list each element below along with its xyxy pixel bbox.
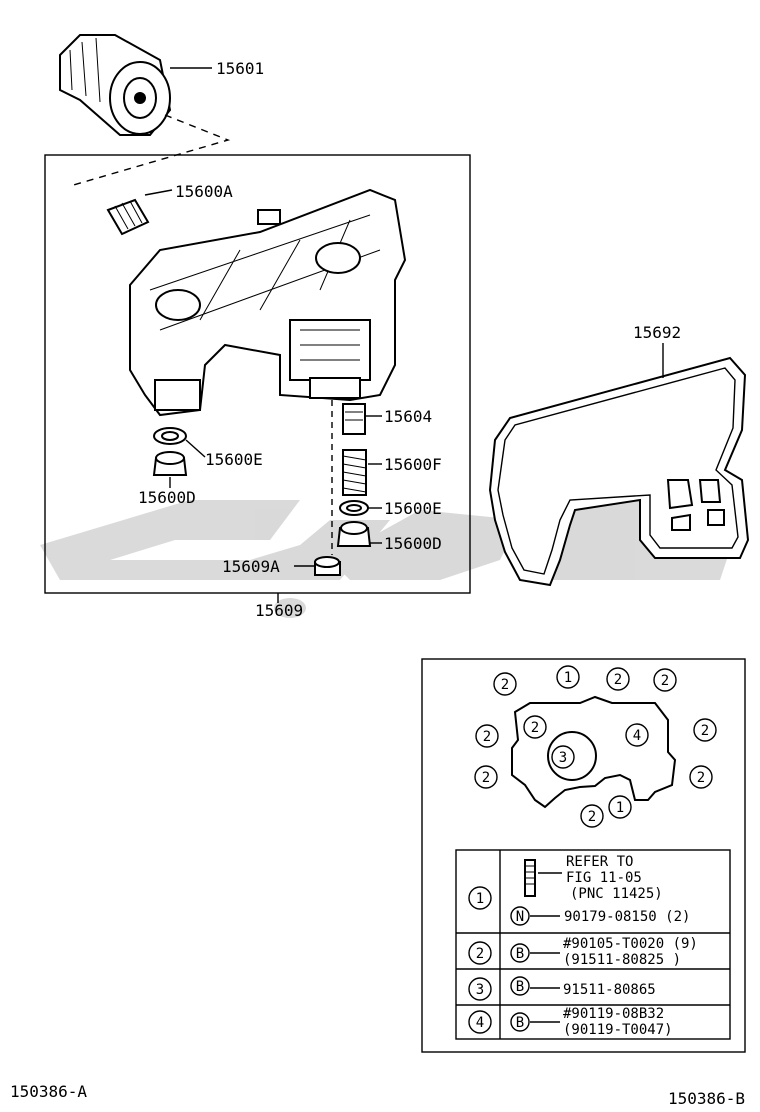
label-15600A: 15600A xyxy=(175,182,233,201)
svg-text:2: 2 xyxy=(531,720,539,736)
legend-key-3: 3 xyxy=(476,982,484,998)
label-15692: 15692 xyxy=(633,323,681,342)
legend-part-1: 90179-08150 (2) xyxy=(564,909,690,925)
oil-filter xyxy=(59,34,172,136)
label-15609: 15609 xyxy=(255,601,303,620)
legend-key-4: 4 xyxy=(476,1015,484,1031)
legend-refer-line-3: (PNC 11425) xyxy=(570,886,663,902)
legend-part-2b: (91511-80825 ) xyxy=(563,952,681,968)
legend-part-4b: (90119-T0047) xyxy=(563,1022,673,1038)
svg-text:2: 2 xyxy=(661,673,669,689)
legend-part-3: 91511-80865 xyxy=(563,982,656,998)
bolt-layout-frame xyxy=(421,658,746,1053)
svg-text:3: 3 xyxy=(559,750,567,766)
svg-text:1: 1 xyxy=(616,800,624,816)
svg-text:1: 1 xyxy=(564,670,572,686)
bolt-layout-plate xyxy=(511,695,677,809)
circled-markers: 2 1 2 2 2 4 2 2 3 2 2 2 1 xyxy=(474,665,717,828)
badge-n: N xyxy=(516,909,524,925)
svg-text:2: 2 xyxy=(701,723,709,739)
label-15600E-left: 15600E xyxy=(205,450,263,469)
relief-valve-sleeve xyxy=(106,198,150,236)
svg-text:4: 4 xyxy=(633,728,641,744)
label-15604: 15604 xyxy=(384,407,432,426)
left-gasket-stack xyxy=(152,427,188,476)
legend-table xyxy=(455,849,731,1040)
label-15601: 15601 xyxy=(216,59,264,78)
legend-refer-line-2: FIG 11-05 xyxy=(566,870,642,886)
svg-text:2: 2 xyxy=(482,770,490,786)
legend-key-2: 2 xyxy=(476,946,484,962)
svg-text:2: 2 xyxy=(483,729,491,745)
badge-b-4: B xyxy=(516,1015,524,1031)
label-15600D-right: 15600D xyxy=(384,534,442,553)
legend-part-2: #90105-T0020 (9) xyxy=(563,936,698,952)
badge-b-2: B xyxy=(516,946,524,962)
label-15609A: 15609A xyxy=(222,557,280,576)
right-valve-stack xyxy=(314,400,372,576)
svg-text:2: 2 xyxy=(614,672,622,688)
legend-refer-line-1: REFER TO xyxy=(566,854,633,870)
legend-key-1: 1 xyxy=(476,891,484,907)
legend-part-4: #90119-08B32 xyxy=(563,1006,664,1022)
oil-cooler-body xyxy=(129,188,407,417)
badge-b-3: B xyxy=(516,979,524,995)
label-15600F: 15600F xyxy=(384,455,442,474)
footer-right-code: 150386-B xyxy=(668,1089,745,1108)
svg-text:2: 2 xyxy=(501,677,509,693)
label-15600D-left: 15600D xyxy=(138,488,196,507)
oil-cooler-gasket xyxy=(488,356,750,587)
assembly-frame xyxy=(44,154,471,594)
svg-text:2: 2 xyxy=(588,809,596,825)
svg-text:2: 2 xyxy=(697,770,705,786)
label-15600E-right: 15600E xyxy=(384,499,442,518)
footer-left-code: 150386-A xyxy=(10,1082,87,1101)
